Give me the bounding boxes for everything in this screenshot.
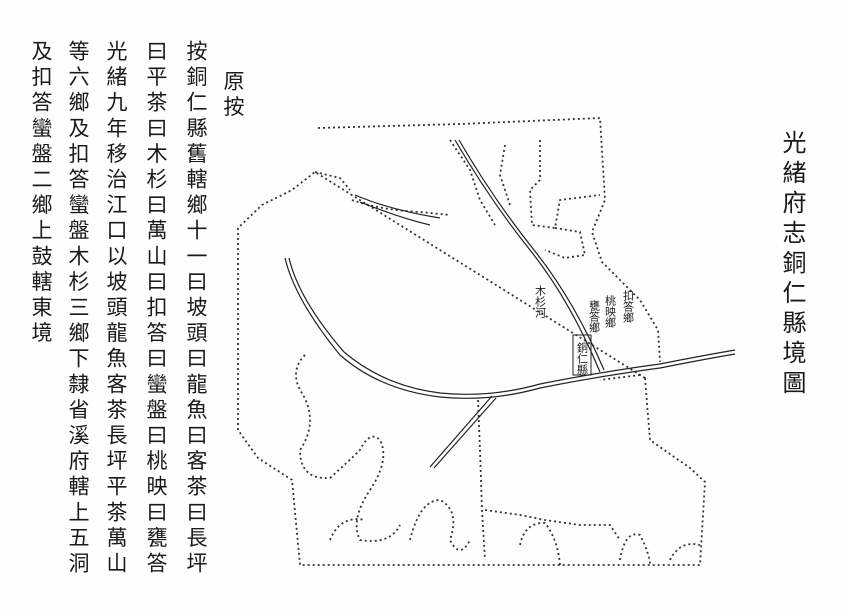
- map-label: 桃映鄉: [604, 294, 617, 328]
- map-label: 木杉河: [534, 285, 547, 318]
- note-column-2: 曰平茶曰木杉曰萬山曰扣答曰蠻盤曰桃映曰甕答: [144, 40, 168, 578]
- ridge-to-river: [477, 374, 641, 561]
- note-column-1: 按銅仁縣舊轄鄉十一曰坡頭曰龍魚曰客茶曰長坪: [184, 40, 208, 578]
- northeast-river-ridge: [449, 139, 511, 226]
- tributary-river-bank: [458, 139, 605, 371]
- map-label: 甕答鄉: [588, 299, 601, 333]
- county-boundary: [237, 117, 706, 566]
- main-river: [284, 257, 736, 399]
- tributary-river: [454, 139, 601, 373]
- note-column-3: 光緒九年移治江口以坡頭龍魚客茶長坪平茶萬山: [104, 40, 128, 578]
- mountain-loop-west: [295, 354, 401, 542]
- note-column-4: 等六鄉及扣答蠻盤木杉三鄉下隸省溪府轄上五洞: [66, 40, 90, 578]
- upper-left-stream: [354, 194, 441, 226]
- map-label: 扣答鄉: [622, 289, 635, 323]
- note-heading: 原按: [221, 70, 245, 122]
- county-seat-label: 銅仁縣: [576, 341, 589, 375]
- county-seat-box: [572, 334, 592, 376]
- main-river-bank: [288, 257, 736, 395]
- southwest-branch: [429, 395, 497, 469]
- upper-ridge: [314, 171, 451, 216]
- note-column-5: 及扣答蠻盤二鄉上鼓轄東境: [29, 40, 53, 348]
- map-title: 光緒府志銅仁縣境圖: [778, 130, 806, 400]
- mountain-loop-south: [329, 499, 471, 551]
- north-pocket-boundary: [529, 140, 601, 259]
- mountain-loop-southeast: [519, 522, 701, 566]
